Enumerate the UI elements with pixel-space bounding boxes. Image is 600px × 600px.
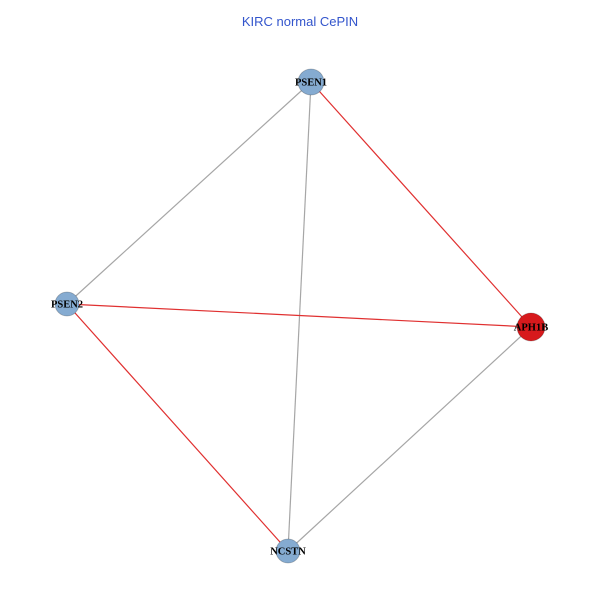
node-label-NCSTN: NCSTN bbox=[270, 547, 306, 558]
node-label-APH1B: APH1B bbox=[514, 323, 548, 334]
node-NCSTN bbox=[275, 538, 301, 564]
node-label-PSEN2: PSEN2 bbox=[51, 300, 83, 311]
edge-PSEN1-APH1B bbox=[310, 81, 532, 328]
node-PSEN1 bbox=[297, 68, 325, 96]
plot-title: KIRC normal CePIN bbox=[241, 14, 359, 29]
edge-PSEN2-NCSTN bbox=[66, 303, 289, 552]
edge-PSEN1-NCSTN bbox=[287, 81, 312, 552]
node-PSEN2 bbox=[54, 291, 80, 317]
edge-PSEN2-APH1B bbox=[66, 303, 532, 328]
edge-NCSTN-APH1B bbox=[287, 326, 532, 552]
edge-PSEN1-PSEN2 bbox=[66, 81, 312, 305]
node-label-PSEN1: PSEN1 bbox=[295, 78, 327, 89]
node-APH1B bbox=[516, 312, 546, 342]
